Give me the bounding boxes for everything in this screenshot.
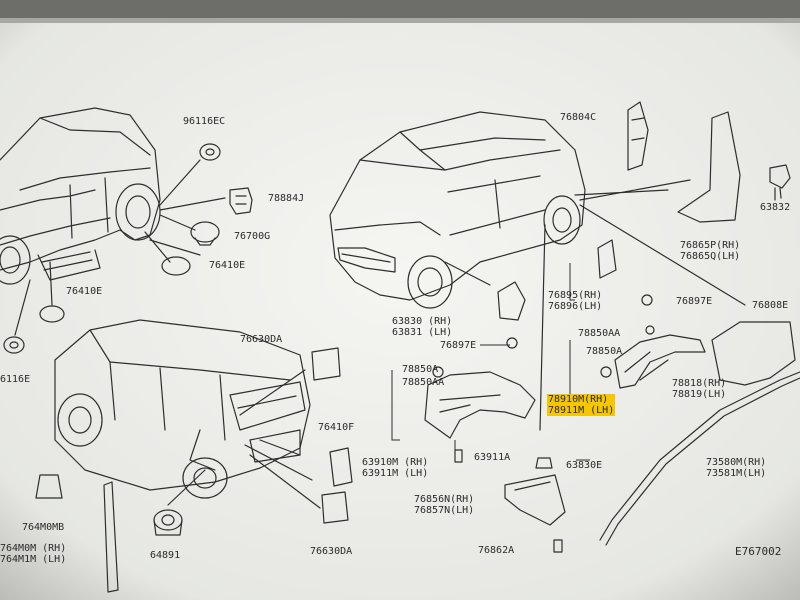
label-764m0mb: 764M0MB xyxy=(22,522,65,533)
label-64891: 64891 xyxy=(150,550,181,561)
label-78850aa-b: 78850AA xyxy=(402,377,445,388)
label-764m1m: 764M1M (LH) xyxy=(0,554,67,565)
label-63830: 63830 (RH) xyxy=(392,316,453,327)
label-76896: 76896(LH) xyxy=(548,301,603,312)
label-76897e-b: 76897E xyxy=(676,296,713,307)
molding-764m0m xyxy=(103,481,119,593)
label-76897e-a: 76897E xyxy=(440,340,477,351)
label-96116ec: 96116EC xyxy=(183,116,226,127)
label-63911m: 63911M (LH) xyxy=(362,468,429,479)
label-78850a-b: 78850A xyxy=(586,346,623,357)
label-76895: 76895(RH) xyxy=(548,290,603,301)
label-78818: 78818(RH) xyxy=(672,378,727,389)
mudflap-76856n xyxy=(504,474,566,526)
label-78910m: 78910M(RH) xyxy=(547,394,616,405)
grommet-96116ec xyxy=(199,143,221,161)
clip-78850a-a xyxy=(432,366,444,378)
clip-78884j xyxy=(229,187,253,215)
label-group-63910m: 63910M (RH) 63911M (LH) xyxy=(362,457,428,479)
nut-63830e xyxy=(535,457,553,469)
label-63911a: 63911A xyxy=(474,452,511,463)
label-73580m: 73580M(RH) xyxy=(706,457,767,468)
label-76630da-bottom: 76630DA xyxy=(310,546,353,557)
label-78819: 78819(LH) xyxy=(672,389,727,400)
label-76700g: 76700G xyxy=(234,231,271,242)
label-76410e-left: 76410E xyxy=(66,286,103,297)
label-63830e: 63830E xyxy=(566,460,603,471)
label-group-73580m: 73580M(RH) 73581M(LH) xyxy=(706,457,766,479)
clip-63832 xyxy=(769,164,791,201)
label-76808e: 76808E xyxy=(752,300,789,311)
label-group-63830: 63830 (RH) 63831 (LH) xyxy=(392,316,452,338)
arch-molding-78818 xyxy=(711,321,796,386)
nut-76897e-a xyxy=(506,337,518,349)
plug-76410e-left xyxy=(39,305,65,323)
bracket-76895 xyxy=(597,239,617,279)
mudguard-76865p xyxy=(677,111,741,223)
label-63831: 63831 (LH) xyxy=(392,327,453,338)
label-group-78910m: 78910M(RH) 78911M (LH) xyxy=(547,394,616,416)
label-6116e: 6116E xyxy=(0,374,31,385)
suv-front-center-illustration xyxy=(329,111,586,309)
label-78884j: 78884J xyxy=(268,193,305,204)
label-group-76856n: 76856N(RH) 76857N(LH) xyxy=(414,494,474,516)
molding-73580m xyxy=(599,371,800,546)
label-73581m: 73581M(LH) xyxy=(706,468,767,479)
label-76410f: 76410F xyxy=(318,422,355,433)
plug-76410f xyxy=(329,447,353,487)
screw-76862a xyxy=(553,539,563,553)
label-63910m: 63910M (RH) xyxy=(362,457,429,468)
label-group-78818: 78818(RH) 78819(LH) xyxy=(672,378,726,400)
cover-76630da-top xyxy=(311,347,341,381)
bracket-63830 xyxy=(497,281,526,321)
label-63832: 63832 xyxy=(760,202,791,213)
label-76857n: 76857N(LH) xyxy=(414,505,475,516)
label-76862a: 76862A xyxy=(478,545,515,556)
suv-rear-illustration xyxy=(54,319,311,499)
suv-front-left-illustration xyxy=(0,107,201,285)
monitor-bezel-top xyxy=(0,0,800,18)
label-group-76895: 76895(RH) 76896(LH) xyxy=(548,290,602,312)
label-78850a-a: 78850A xyxy=(402,364,439,375)
label-76410e-top: 76410E xyxy=(209,260,246,271)
label-78911m: 78911M (LH) xyxy=(547,405,616,416)
label-76856n: 76856N(RH) xyxy=(414,494,475,505)
bracket-76804c xyxy=(627,101,649,171)
label-78850aa-a: 78850AA xyxy=(578,328,621,339)
label-76865p: 76865P(RH) xyxy=(680,240,741,251)
label-76804c: 76804C xyxy=(560,112,597,123)
molding-764m0mb xyxy=(35,474,63,499)
label-76865q: 76865Q(LH) xyxy=(680,251,741,262)
label-764m0m: 764M0M (RH) xyxy=(0,543,67,554)
plug-76410e-top xyxy=(161,256,191,276)
clip-78850a-b xyxy=(600,366,612,378)
grommet-64891 xyxy=(153,509,183,536)
label-group-76865: 76865P(RH) 76865Q(LH) xyxy=(680,240,740,262)
label-group-764m0m: 764M0M (RH) 764M1M (LH) xyxy=(0,543,66,565)
label-76630da-top: 76630DA xyxy=(240,334,283,345)
grommet-6116e-left xyxy=(3,336,25,354)
fender-liner-63910m xyxy=(424,371,536,439)
cap-76700g xyxy=(190,221,220,246)
arch-molding-78910m xyxy=(614,334,706,389)
clip-78850aa-a xyxy=(645,325,655,335)
nut-76897e-b xyxy=(641,294,653,306)
figure-code: E767002 xyxy=(735,545,782,558)
cover-76630da-bottom xyxy=(321,491,349,524)
